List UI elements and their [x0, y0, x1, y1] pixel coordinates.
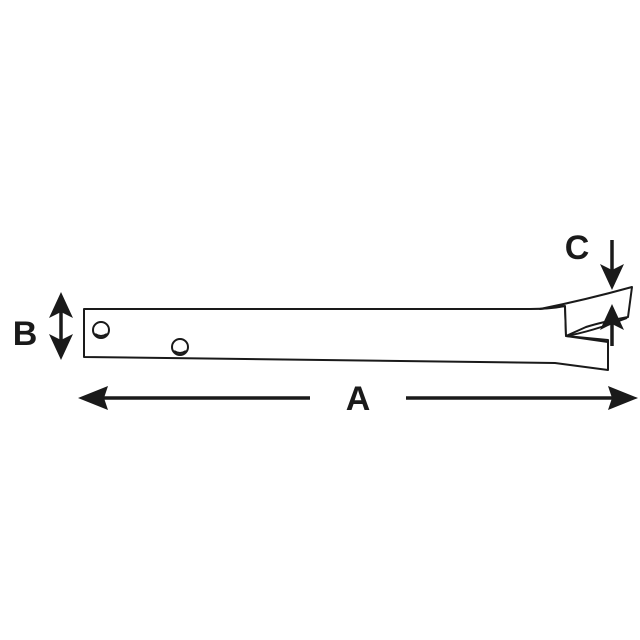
rivet-hole-2 — [171, 338, 189, 356]
dimension-c-arrowhead-down — [600, 264, 624, 290]
dimension-c: C — [565, 229, 624, 346]
tool-body — [83, 286, 633, 371]
rivet-hole-1 — [92, 321, 110, 339]
dimension-a-arrowhead-left — [78, 386, 108, 410]
bar-outline — [83, 305, 609, 371]
dimension-b: B — [13, 292, 73, 360]
dimension-a-label: A — [346, 380, 371, 418]
dimension-b-label: B — [13, 315, 38, 353]
upper-tine — [539, 286, 633, 337]
dimension-c-label: C — [565, 229, 590, 267]
fork-slot-lower — [565, 335, 609, 343]
fork-slot — [565, 317, 628, 337]
dimension-a-arrowhead-right — [608, 386, 638, 410]
rivet-hole-1-shadow — [94, 333, 108, 337]
dimension-c-arrowhead-up — [600, 304, 624, 330]
dimension-a: A — [78, 380, 638, 418]
rivet-hole-2-shadow — [173, 350, 187, 354]
dimension-b-arrowhead-top — [49, 292, 73, 318]
dimension-b-arrowhead-bottom — [49, 334, 73, 360]
